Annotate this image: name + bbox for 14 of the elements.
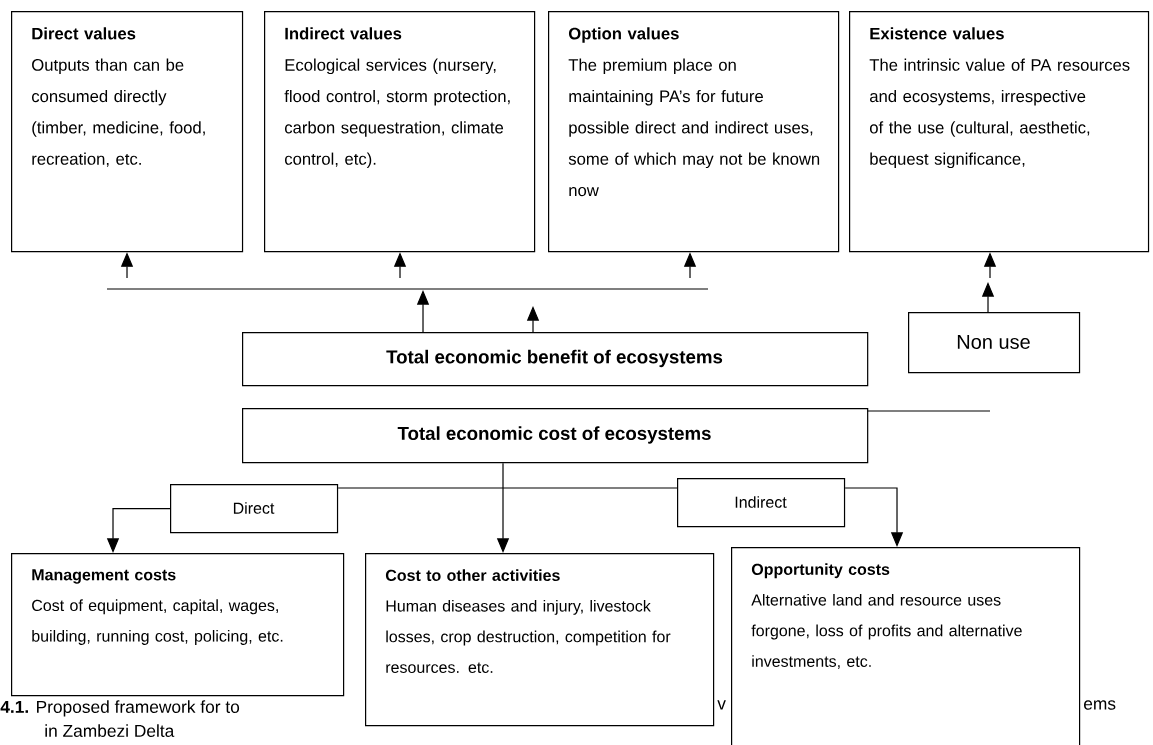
cost-box: Cost to other activities Human diseases and injury, livestock losses, crop destruction, competition for resources. etc. (365, 553, 715, 727)
cost-box: Management costs Cost of equipment, capital, wages, building, running cost, policing, etc. (11, 553, 345, 697)
label-box: Indirect (677, 478, 846, 528)
label-box: Non use (908, 312, 1081, 374)
label-box: Direct (170, 484, 339, 534)
value-box: Indirect values Ecological services (nursery, flood control, storm protection, carbon sequestration, climate control, etc). (264, 11, 536, 253)
caption-text: in Zambezi Delta (45, 724, 175, 737)
value-box: Option values The premium place on maintaining PA’s for future possible direct and indirect uses, some of which may not be known now (548, 11, 840, 253)
cost-box: Opportunity costs Alternative land and resource uses forgone, loss of profits and alternative investments, etc. (731, 547, 1081, 745)
total-box: Total economic benefit of ecosystems (242, 332, 869, 387)
value-box: Existence values The intrinsic value of PA resources and ecosystems, irrespective of the use (cultural, aesthetic, bequest significance, (849, 11, 1150, 253)
value-box: Direct values Outputs than can be consumed directly (timber, medicine, food, recreation, etc. (11, 11, 244, 253)
caption-text: v (717, 700, 726, 710)
total-box: Total economic cost of ecosystems (242, 408, 869, 464)
